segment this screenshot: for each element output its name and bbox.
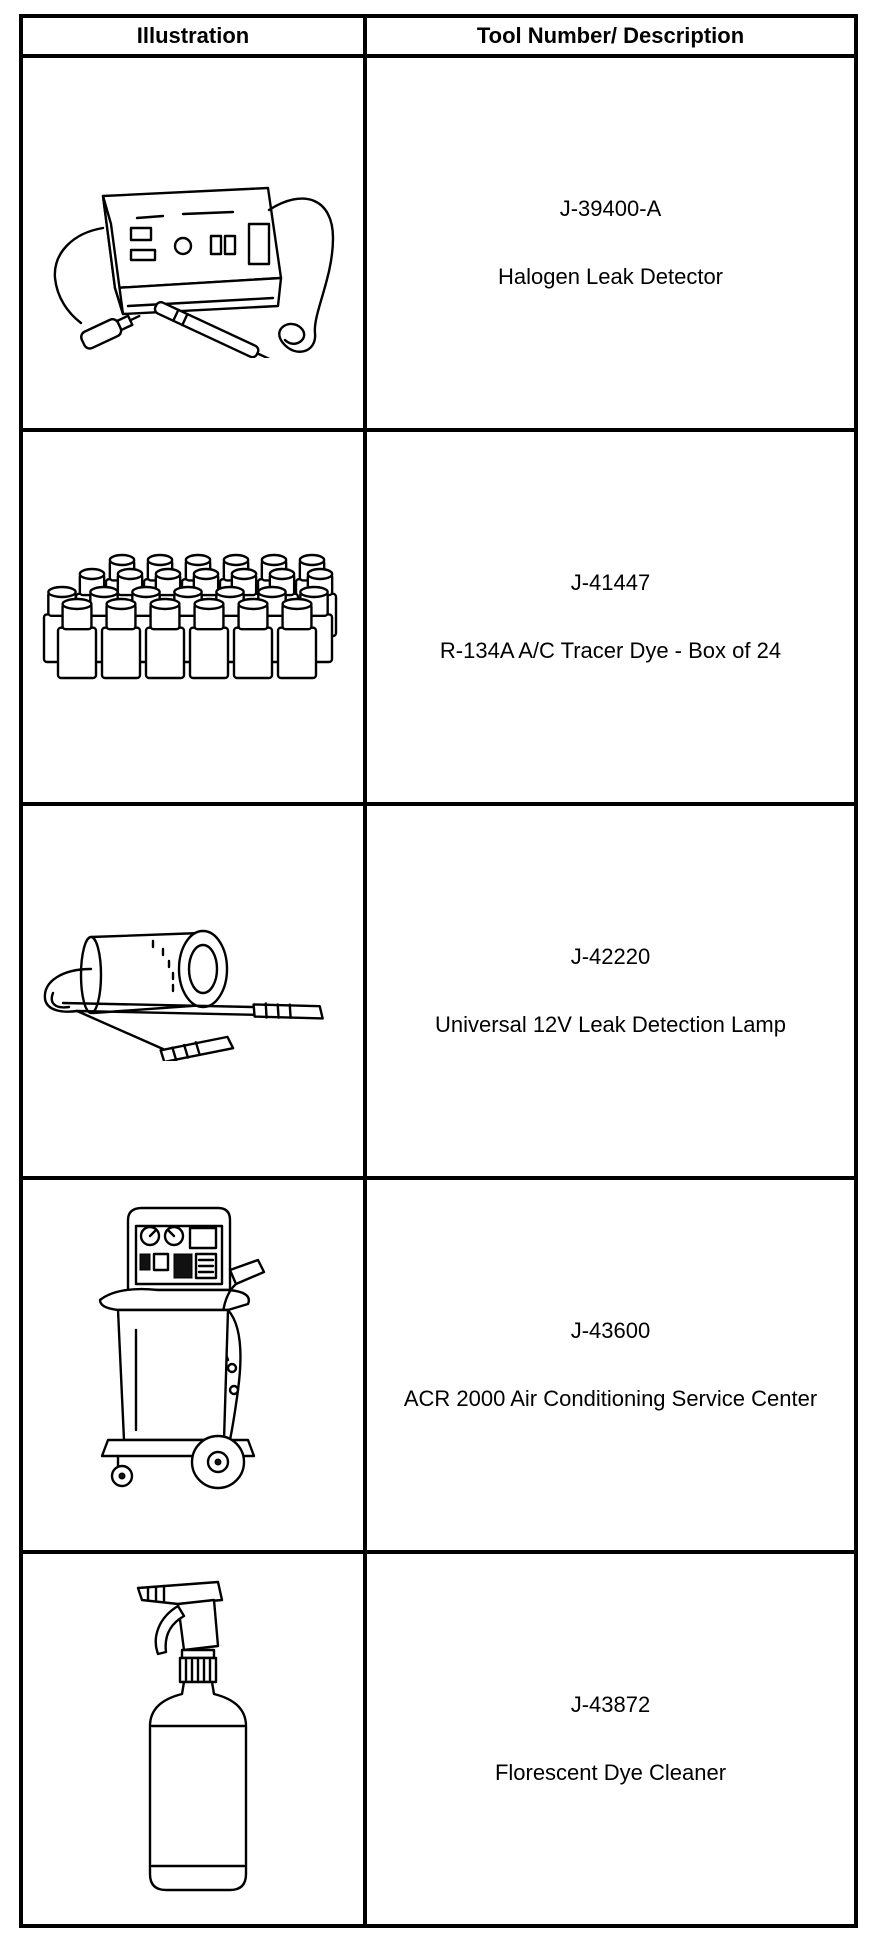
tool-info-cell: J-43872 Florescent Dye Cleaner [363,1550,858,1928]
tool-number: J-43600 [570,1318,651,1344]
tool-description: Florescent Dye Cleaner [494,1759,727,1785]
header-row: Illustration Tool Number/ Description [19,14,858,58]
table-row: J-42220 Universal 12V Leak Detection Lam… [19,802,858,1180]
tracer-dye-bottles-icon [42,553,338,680]
tool-info-cell: J-42220 Universal 12V Leak Detection Lam… [363,802,858,1180]
dye-bottle-icon [232,597,274,680]
leak-detection-lamp-icon [43,929,324,1061]
illustration-cell [19,1176,367,1554]
ac-service-center-icon [98,1206,266,1490]
dye-bottle-icon [100,597,142,680]
illustration-cell [19,54,367,432]
dye-bottle-icon [144,597,186,680]
table-row: J-39400-A Halogen Leak Detector [19,54,858,432]
illustration-cell [19,428,367,806]
tool-info-cell: J-43600 ACR 2000 Air Conditioning Servic… [363,1176,858,1554]
tool-number: J-43872 [570,1692,651,1718]
tool-description: R-134A A/C Tracer Dye - Box of 24 [439,637,782,663]
tool-description: Halogen Leak Detector [497,263,724,289]
table-row: J-43600 ACR 2000 Air Conditioning Servic… [19,1176,858,1554]
table-row: J-43872 Florescent Dye Cleaner [19,1550,858,1928]
illustration-cell [19,802,367,1180]
tool-description: ACR 2000 Air Conditioning Service Center [403,1385,818,1411]
table-row: J-41447 R-134A A/C Tracer Dye - Box of 2… [19,428,858,806]
illustration-cell [19,1550,367,1928]
spray-bottle-icon [136,1580,248,1892]
tool-info-cell: J-39400-A Halogen Leak Detector [363,54,858,432]
dye-bottle-icon [56,597,98,680]
tool-number: J-39400-A [559,196,662,222]
tool-info-cell: J-41447 R-134A A/C Tracer Dye - Box of 2… [363,428,858,806]
illustration-header: Illustration [19,14,367,58]
tool-description: Universal 12V Leak Detection Lamp [435,1011,786,1037]
halogen-leak-detector-icon [53,186,335,358]
tool-number: J-42220 [570,944,651,970]
tool-number: J-41447 [570,570,651,596]
dye-bottle-icon [276,597,318,680]
tool-description-header: Tool Number/ Description [363,14,858,58]
dye-bottle-icon [188,597,230,680]
tools-table: Illustration Tool Number/ Description [19,14,858,1928]
